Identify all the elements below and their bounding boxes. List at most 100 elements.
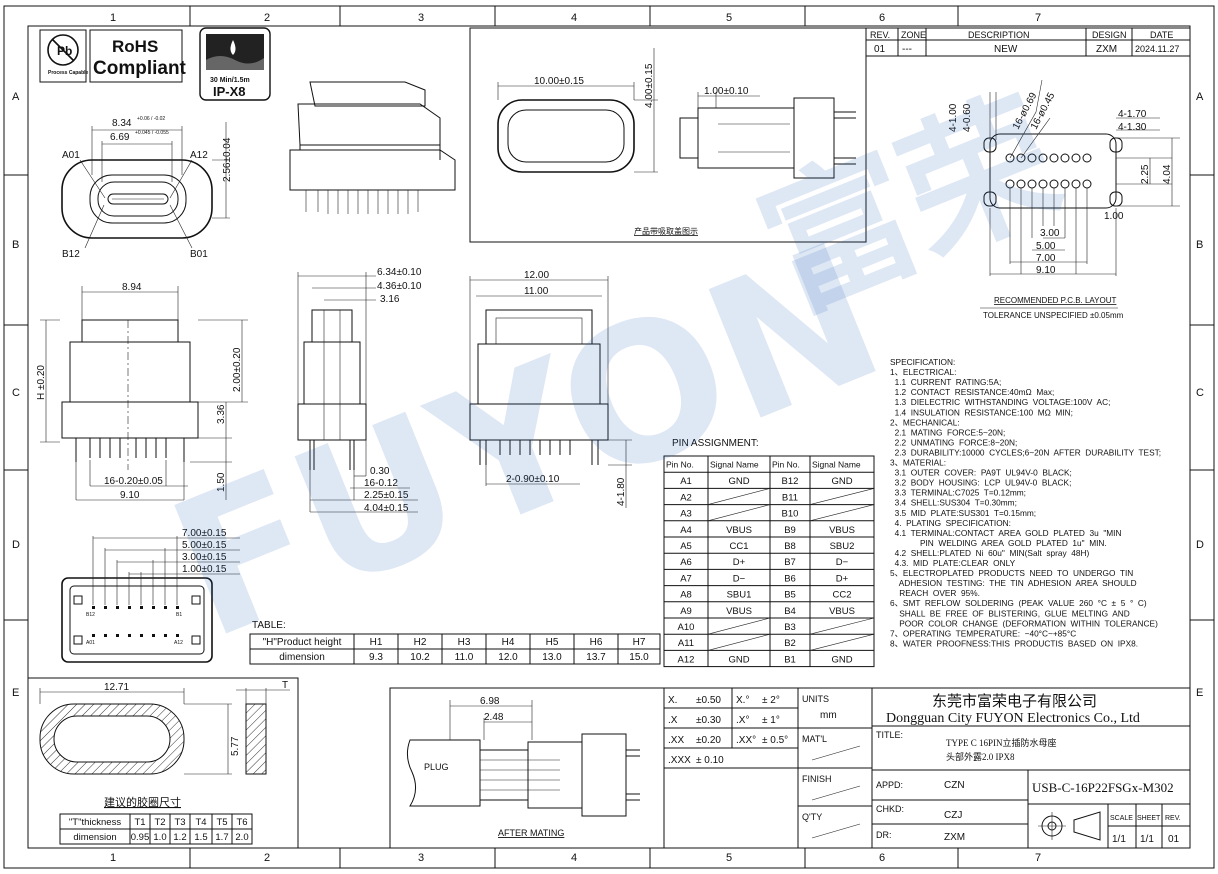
- row-label-d: D: [12, 539, 20, 551]
- pin-cell: VBUS: [829, 606, 855, 617]
- height-header: H7: [633, 637, 646, 648]
- row-label-c: C: [12, 387, 20, 399]
- pin-cell: SBU2: [830, 541, 855, 552]
- dim-gasket-1271: 12.71: [104, 682, 129, 693]
- pin-cell: A3: [680, 509, 692, 520]
- tolerance-cell: .X: [668, 715, 678, 726]
- matl-label: MAT'L: [802, 734, 827, 744]
- pin-cell: B4: [784, 606, 796, 617]
- pin-cell: B9: [784, 525, 796, 536]
- pcb-tolerance: TOLERANCE UNSPECIFIED ±0.05mm: [983, 311, 1124, 320]
- dim-pin-500: 5.00±0.15: [182, 540, 227, 551]
- rev-value-rev: 01: [874, 44, 886, 55]
- row-label-b: B: [12, 239, 19, 251]
- company-name-cn: 东莞市富荣电子有限公司: [932, 692, 1097, 710]
- pin-cell: A11: [678, 638, 694, 649]
- after-mating-section: 6.98 2.48 PLUG AFTER MATING: [389, 687, 665, 849]
- height-header: H5: [546, 637, 559, 648]
- pin-header: Signal Name: [812, 460, 861, 470]
- spec-line: 1.2 CONTACT RESISTANCE:40mΩ Max;: [890, 387, 1054, 397]
- top-caption: 产品带吸取盖图示: [634, 226, 698, 236]
- thickness-header: T2: [154, 817, 165, 828]
- sheet-label: SHEET: [1137, 815, 1161, 822]
- revision-block: REV. ZONE DESCRIPTION DESIGN DATE 01 ---…: [865, 27, 1191, 57]
- pin-header: Signal Name: [710, 460, 759, 470]
- spec-line: PIN WELDING AREA GOLD PLATED 1u" MIN.: [890, 538, 1107, 548]
- dim-front-w1: 8.34: [112, 118, 132, 129]
- tolerance-cell: ±0.30: [696, 715, 721, 726]
- spec-line: 1.4 INSULATION RESISTANCE:100 MΩ MIN;: [890, 407, 1073, 417]
- spec-line: 1.3 DIELECTRIC WITHSTANDING VOLTAGE:100V…: [890, 397, 1110, 407]
- dim-front-w2-tol: +0.045 / -0.055: [135, 130, 169, 136]
- dim-front-h: 2.56±0.04: [222, 137, 233, 182]
- rohs-line1: RoHS: [112, 37, 158, 56]
- dim-mate-698: 6.98: [480, 696, 500, 707]
- pin-cell: A5: [680, 541, 692, 552]
- dim-pcb-300: 3.00: [1040, 228, 1060, 239]
- title-line1: TYPE C 16PIN立插防水母座: [946, 737, 1057, 748]
- dr-value: ZXM: [944, 832, 965, 843]
- rev-header-design: DESIGN: [1092, 30, 1127, 40]
- title-label: TITLE:: [876, 730, 903, 740]
- scale-value: 1/1: [1112, 834, 1126, 845]
- dim-pcb-170: 4-1.70: [1118, 109, 1147, 120]
- pin-cell: VBUS: [726, 606, 752, 617]
- spec-line: POOR COLOR CHANGE (DEFORMATION WITHIN TO…: [890, 618, 1158, 628]
- tolerance-cell: ± 2°: [762, 695, 780, 706]
- spec-line: 2.3 DURABILITY:10000 CYCLES;6~20N AFTER …: [890, 447, 1161, 457]
- top-view-box: 10.00±0.15 4.00±0.15 1.00±0.10 产品带吸取盖图示: [469, 27, 867, 243]
- rev-value-zone: ---: [902, 44, 912, 55]
- dim-side-910: 9.10: [120, 490, 140, 501]
- pin-empty-slash: [809, 617, 875, 635]
- rev-value-date: 2024.11.27: [1135, 44, 1179, 54]
- dim-top-400: 4.00±0.15: [644, 63, 655, 108]
- pin-label-b12: B12: [86, 612, 95, 618]
- spec-line: SHALL BE FREE OF BLISTERING, GLUE MELTIN…: [890, 608, 1130, 618]
- side-view-right: 12.00 11.00 2-0.90±0.10 4-1.80: [469, 270, 632, 508]
- tolerance-cell: X.: [668, 695, 677, 706]
- height-header: "H"Product height: [263, 637, 342, 648]
- ip-x8-logo: 30 Min/1.5m IP-X8: [199, 27, 271, 101]
- pin-cell: GND: [728, 654, 749, 665]
- dim-pcb-1: 1.00: [1104, 211, 1124, 222]
- thickness-header: T6: [236, 817, 247, 828]
- tolerance-cell: ± 1°: [762, 715, 780, 726]
- col-label-2b: 2: [264, 852, 270, 864]
- height-header: H3: [458, 637, 471, 648]
- pin-header: Pin No.: [772, 460, 800, 470]
- col-label-1b: 1: [110, 852, 116, 864]
- pin-cell: B2: [784, 638, 796, 649]
- units-label: UNITS: [802, 694, 829, 704]
- height-cell: 13.0: [542, 652, 562, 663]
- spec-line: 8、WATER PROOFNESS:THIS PRODUCTIS BASED O…: [890, 638, 1138, 648]
- rohs-line2: Compliant: [93, 58, 187, 79]
- spec-line: 4.1 TERMINAL:CONTACT AREA GOLD PLATED 3u…: [890, 528, 1121, 538]
- pin-cell: GND: [831, 476, 852, 487]
- title-line2: 头部外露2.0 IPX8: [946, 751, 1015, 762]
- dim-right-1100: 11.00: [524, 286, 549, 297]
- tolerance-cell: .XX: [668, 735, 684, 746]
- thickness-cell: 2.0: [235, 832, 248, 843]
- pin-cell: A7: [680, 573, 692, 584]
- side-view-middle: 6.34±0.10 4.36±0.10 3.16 0.30 16-0.12 2.…: [297, 267, 422, 514]
- scale-label: SCALE: [1110, 815, 1133, 822]
- label-b01: B01: [190, 249, 208, 260]
- dim-mid-225: 2.25±0.15: [364, 490, 409, 501]
- dim-mid-316: 3.16: [380, 294, 400, 305]
- rohs-logo: RoHS Compliant: [89, 29, 187, 83]
- qty-label: Q'TY: [802, 812, 822, 822]
- pcb-title: RECOMMENDED P.C.B. LAYOUT: [994, 296, 1117, 305]
- col-label-3b: 3: [418, 852, 424, 864]
- height-header: H2: [414, 637, 427, 648]
- pin-cell: D+: [836, 573, 849, 584]
- height-cell: 11.0: [455, 652, 474, 663]
- projection-symbol-icon: [1038, 811, 1101, 841]
- pin-cell: B8: [784, 541, 796, 552]
- pin-cell: CC2: [832, 590, 851, 601]
- dim-pcb-100: 4-1.00: [948, 103, 959, 132]
- pin-cell: A2: [680, 492, 692, 503]
